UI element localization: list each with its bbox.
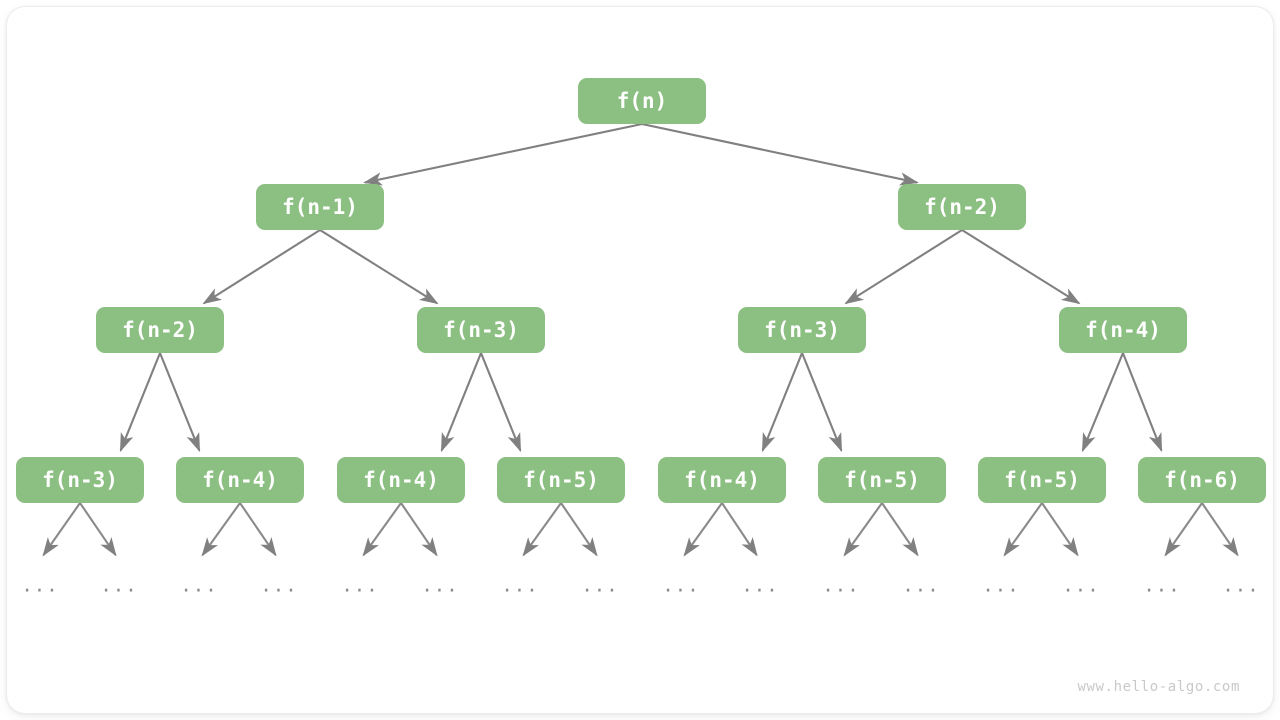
tree-edge-terminal xyxy=(1003,502,1043,557)
tree-node-label: f(n-6) xyxy=(1164,468,1240,492)
tree-ellipsis: ... xyxy=(982,575,1019,597)
tree-ellipsis: ... xyxy=(341,575,378,597)
tree-node-label: f(n-2) xyxy=(924,195,1000,219)
tree-edge xyxy=(202,229,321,305)
tree-node-label: f(n-3) xyxy=(764,318,840,342)
tree-node-label: f(n-3) xyxy=(42,468,118,492)
tree-ellipsis: ... xyxy=(662,575,699,597)
tree-edge xyxy=(961,229,1081,305)
tree-node[interactable]: f(n-6) xyxy=(1138,457,1266,503)
tree-node-box xyxy=(898,184,1026,230)
tree-edge-terminal xyxy=(79,502,117,557)
tree-edge xyxy=(363,122,643,186)
tree-edge xyxy=(319,229,439,305)
tree-edge xyxy=(1122,352,1163,453)
tree-edge-terminal xyxy=(881,502,919,557)
tree-node-box xyxy=(16,457,144,503)
tree-node-label: f(n-5) xyxy=(1004,468,1080,492)
tree-node-box xyxy=(578,78,706,124)
tree-edge xyxy=(761,352,803,453)
tree-edge-terminal xyxy=(522,502,562,557)
tree-node-label: f(n-4) xyxy=(363,468,439,492)
tree-ellipsis: ... xyxy=(1143,575,1180,597)
tree-node-box xyxy=(96,307,224,353)
tree-node-box xyxy=(1138,457,1266,503)
tree-node[interactable]: f(n-4) xyxy=(176,457,304,503)
tree-node[interactable]: f(n-3) xyxy=(16,457,144,503)
tree-ellipsis: ... xyxy=(421,575,458,597)
tree-edge-terminal xyxy=(560,502,598,557)
tree-node-label: f(n-4) xyxy=(1085,318,1161,342)
tree-edge-terminal xyxy=(362,502,402,557)
tree-node[interactable]: f(n-3) xyxy=(738,307,866,353)
tree-node-label: f(n) xyxy=(617,89,668,113)
tree-node-box xyxy=(337,457,465,503)
watermark-label: www.hello-algo.com xyxy=(1077,679,1240,695)
tree-node-label: f(n-5) xyxy=(844,468,920,492)
tree-node-label: f(n-2) xyxy=(122,318,198,342)
edges-layer xyxy=(119,122,1163,453)
tree-node[interactable]: f(n-3) xyxy=(417,307,545,353)
tree-node-box xyxy=(417,307,545,353)
tree-node[interactable]: f(n) xyxy=(578,78,706,124)
terminal-edges-layer xyxy=(42,502,1239,557)
tree-node-label: f(n-3) xyxy=(443,318,519,342)
tree-node-box xyxy=(978,457,1106,503)
tree-node[interactable]: f(n-2) xyxy=(96,307,224,353)
tree-node-label: f(n-4) xyxy=(684,468,760,492)
tree-edge-terminal xyxy=(201,502,241,557)
tree-node-box xyxy=(176,457,304,503)
tree-edge xyxy=(119,352,161,453)
tree-ellipsis: ... xyxy=(1062,575,1099,597)
tree-edge-terminal xyxy=(721,502,758,557)
tree-edge xyxy=(480,352,522,453)
tree-edge-terminal xyxy=(1041,502,1079,557)
tree-node-box xyxy=(497,457,625,503)
nodes-layer: f(n) f(n-1) f(n-2) f(n-2) f(n-3) f(n-3) f(n-4)… xyxy=(16,78,1266,503)
tree-node[interactable]: f(n-4) xyxy=(658,457,786,503)
tree-edge xyxy=(844,229,963,305)
tree-edge-terminal xyxy=(42,502,81,557)
tree-node[interactable]: f(n-5) xyxy=(497,457,625,503)
tree-edge-terminal xyxy=(1201,502,1239,557)
tree-node-box xyxy=(658,457,786,503)
tree-ellipsis: ... xyxy=(100,575,137,597)
tree-node[interactable]: f(n-4) xyxy=(1059,307,1187,353)
tree-node[interactable]: f(n-2) xyxy=(898,184,1026,230)
tree-ellipsis: ... xyxy=(581,575,618,597)
tree-ellipsis: ... xyxy=(501,575,538,597)
tree-ellipsis: ... xyxy=(741,575,778,597)
tree-edge xyxy=(641,122,919,186)
tree-edge xyxy=(1081,352,1124,453)
tree-node[interactable]: f(n-1) xyxy=(256,184,384,230)
tree-ellipsis: ... xyxy=(1222,575,1259,597)
tree-edge-terminal xyxy=(1164,502,1203,557)
tree-edge xyxy=(159,352,201,453)
tree-node-box xyxy=(738,307,866,353)
tree-ellipsis: ... xyxy=(21,575,58,597)
tree-node-box xyxy=(256,184,384,230)
tree-ellipsis: ... xyxy=(822,575,859,597)
tree-node[interactable]: f(n-4) xyxy=(337,457,465,503)
tree-node-box xyxy=(1059,307,1187,353)
tree-node-label: f(n-4) xyxy=(202,468,278,492)
tree-node[interactable]: f(n-5) xyxy=(978,457,1106,503)
tree-node-label: f(n-1) xyxy=(282,195,358,219)
tree-ellipsis: ... xyxy=(902,575,939,597)
tree-edge-terminal xyxy=(683,502,723,557)
tree-edge xyxy=(801,352,843,453)
tree-ellipsis: ... xyxy=(260,575,297,597)
terminals-layer: ........................................… xyxy=(21,575,1259,597)
tree-edge-terminal xyxy=(843,502,883,557)
tree-node-label: f(n-5) xyxy=(523,468,599,492)
tree-edge xyxy=(440,352,482,453)
tree-node-box xyxy=(818,457,946,503)
tree-ellipsis: ... xyxy=(180,575,217,597)
tree-edge-terminal xyxy=(400,502,438,557)
tree-edge-terminal xyxy=(239,502,277,557)
tree-node[interactable]: f(n-5) xyxy=(818,457,946,503)
